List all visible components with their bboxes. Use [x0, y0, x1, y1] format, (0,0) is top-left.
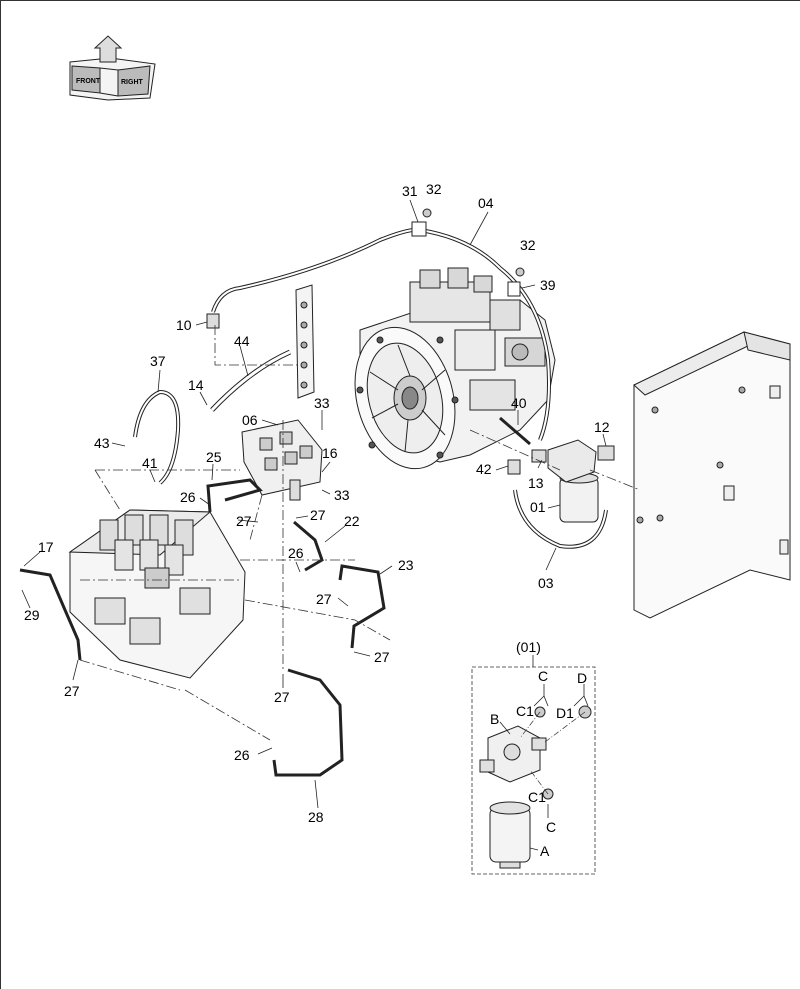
inset-label-c1-bottom: C1	[528, 789, 546, 805]
pipe-28	[272, 668, 344, 777]
callout-28: 28	[308, 809, 324, 825]
callout-26c: 26	[234, 747, 250, 763]
callout-17: 17	[38, 539, 54, 555]
bolt-40	[499, 416, 531, 446]
callout-27b: 27	[310, 507, 326, 523]
callout-27e: 27	[64, 683, 80, 699]
callout-10: 10	[176, 317, 192, 333]
clamp-31	[411, 221, 427, 237]
callout-06: 06	[242, 412, 258, 428]
callout-27f: 27	[274, 689, 290, 705]
detail-inset: (01)	[471, 639, 596, 875]
callout-03: 03	[538, 575, 554, 591]
side-panel	[633, 331, 791, 619]
callout-42: 42	[476, 461, 492, 477]
callout-44: 44	[234, 333, 250, 349]
hose-44	[210, 349, 292, 412]
callout-13: 13	[528, 475, 544, 491]
inset-label-c1-top: C1	[516, 703, 534, 719]
fitting-10	[206, 313, 220, 329]
inset-label-c-bottom: C	[546, 819, 556, 835]
inset-border	[471, 666, 596, 875]
inset-filter-head	[479, 725, 547, 783]
right-text: RIGHT	[121, 79, 144, 86]
bolt-32b	[515, 267, 525, 277]
callout-01: 01	[530, 499, 546, 515]
control-valve	[68, 509, 246, 679]
callout-41: 41	[142, 455, 158, 471]
callout-27d: 27	[374, 649, 390, 665]
callout-26: 26	[180, 489, 196, 505]
bolt-32	[422, 208, 432, 218]
hose-03	[513, 489, 608, 549]
callout-14: 14	[188, 377, 204, 393]
callout-27c: 27	[316, 591, 332, 607]
callout-40: 40	[511, 395, 527, 411]
callout-39: 39	[540, 277, 556, 293]
inset-label-c-top: C	[538, 668, 548, 684]
inset-label-d1: D1	[556, 705, 574, 721]
callout-25: 25	[206, 449, 222, 465]
callout-37: 37	[150, 353, 166, 369]
pilot-manifold	[241, 419, 323, 501]
inset-label-d-top: D	[577, 670, 587, 686]
callout-16: 16	[322, 445, 338, 461]
callout-31: 31	[402, 183, 418, 199]
leader-lines	[21, 199, 607, 809]
callout-33: 33	[314, 395, 330, 411]
clamp-39	[507, 281, 521, 297]
callout-26b: 26	[288, 545, 304, 561]
callout-32: 32	[426, 181, 442, 197]
assembly-lines	[79, 325, 641, 741]
bracket-plate	[295, 284, 315, 399]
pipe-25	[206, 478, 263, 513]
orientation-cube-icon: FRONT RIGHT	[69, 35, 156, 101]
callout-33b: 33	[334, 487, 350, 503]
filter-01	[531, 439, 599, 523]
inset-filter-canister	[489, 801, 531, 869]
callout-32b: 32	[520, 237, 536, 253]
callout-labels: 31 32 04 32 39 10 44 37 14 06 33 40 12 4…	[24, 181, 610, 825]
callout-29: 29	[24, 607, 40, 623]
pipe-17	[19, 568, 82, 661]
callout-22: 22	[344, 513, 360, 529]
fitting-12	[597, 445, 615, 461]
callout-04: 04	[478, 195, 494, 211]
pipe-22	[293, 520, 324, 572]
callout-23: 23	[398, 557, 414, 573]
main-pump	[354, 267, 556, 470]
callout-43: 43	[94, 435, 110, 451]
callout-12: 12	[594, 419, 610, 435]
inset-title: (01)	[516, 639, 541, 655]
front-text: FRONT	[76, 78, 101, 85]
fitting-42	[507, 459, 521, 475]
inset-label-a: A	[540, 843, 550, 859]
hose-37	[133, 389, 181, 485]
pipe-23	[338, 564, 386, 649]
inset-label-b: B	[490, 711, 499, 727]
callout-27a: 27	[236, 513, 252, 529]
